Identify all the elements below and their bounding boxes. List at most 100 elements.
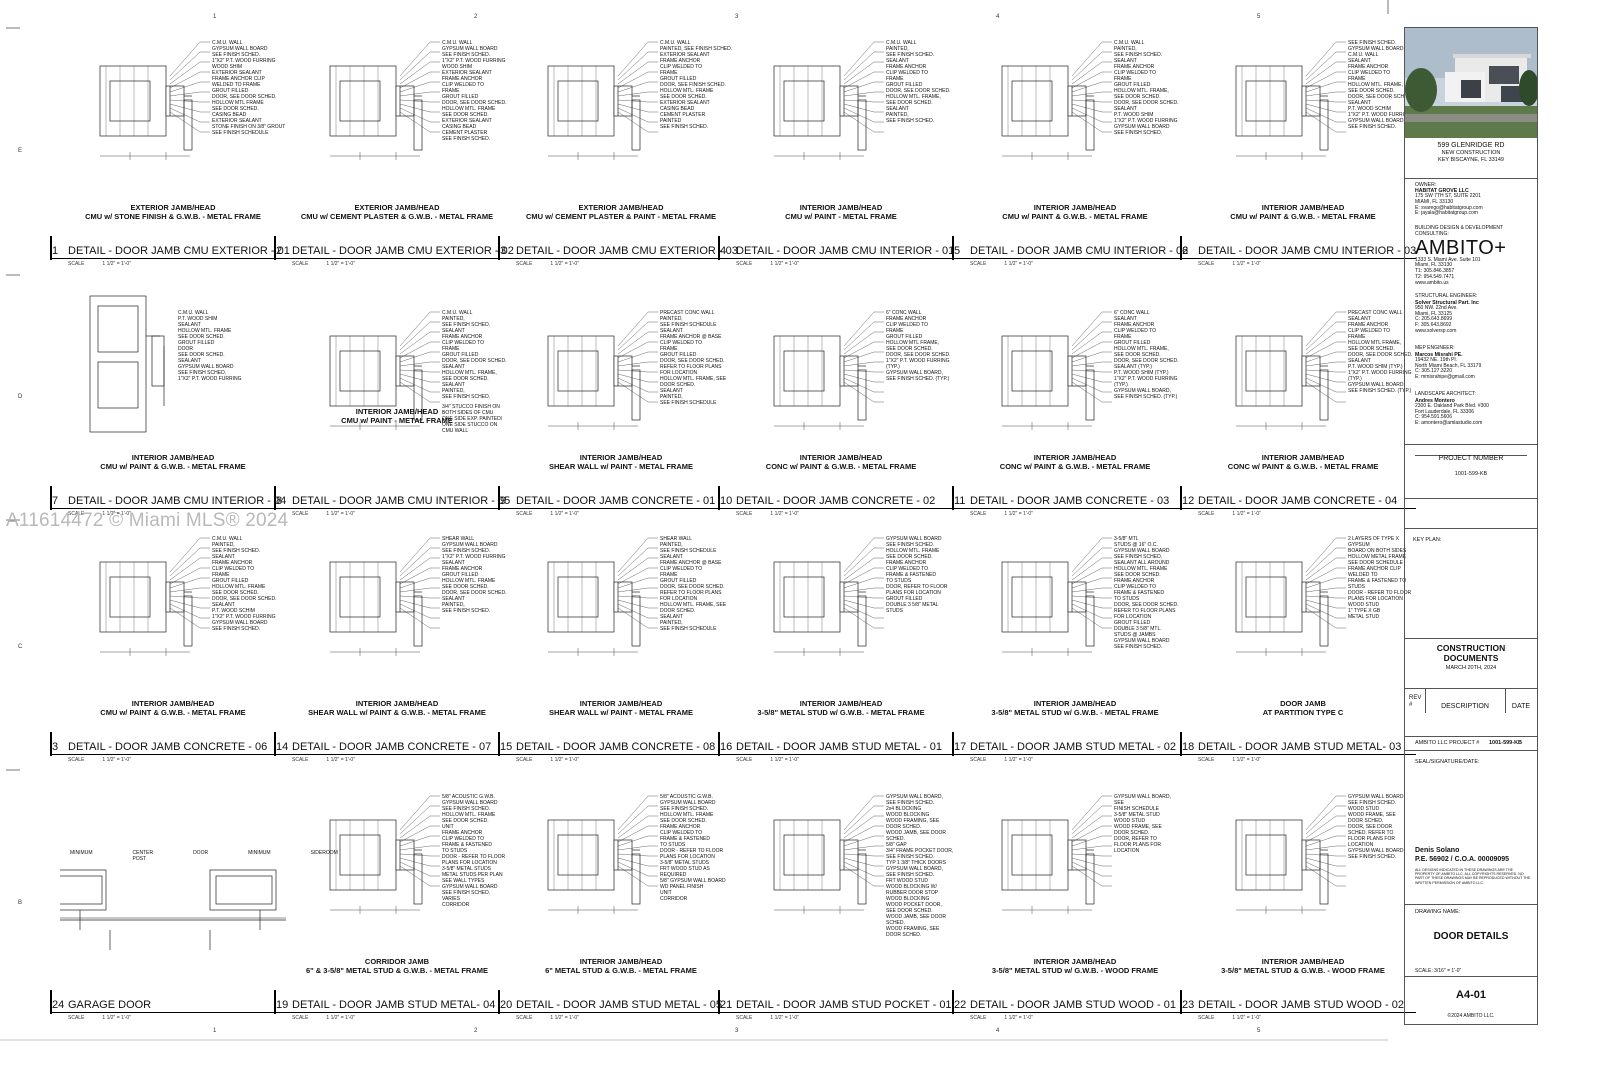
note-label: FLOOR PLANS FOR	[1348, 836, 1395, 842]
note-label: PLANS FOR LOCATION	[886, 590, 941, 596]
construction-documents-line-2: DOCUMENTS	[1443, 653, 1499, 663]
detail-drawing	[60, 869, 286, 950]
note-label: PLANS FOR LOCATION	[660, 854, 715, 860]
title-tick	[50, 990, 52, 1014]
note-label: FINISH SCHEDULE	[1114, 806, 1160, 812]
detail-drawing	[99, 537, 210, 656]
detail-number: 1	[52, 245, 59, 257]
detail-number: 23	[1182, 999, 1195, 1011]
note-label: DOOR, SEE DOOR SCHED.	[1114, 358, 1179, 364]
caption-line-1: INTERIOR JAMB/HEAD	[131, 453, 215, 462]
caption-line-1: DOOR JAMB	[1280, 699, 1326, 708]
title-tick	[718, 236, 720, 260]
scale-label: SCALE	[292, 511, 309, 517]
scale-label: SCALE	[1198, 261, 1215, 267]
note-label: EXTERIOR SEALANT	[212, 118, 262, 124]
note-label: FRAME ANCHOR	[886, 64, 927, 70]
caption-line-1: INTERIOR JAMB/HEAD	[1261, 203, 1345, 212]
note-label: SEE FINISH SCHED.	[212, 548, 261, 554]
structural-line: F: 305.643.8692	[1415, 322, 1452, 329]
detail-number: 14	[276, 741, 289, 753]
title-tick	[50, 236, 52, 260]
note-label: CEMENT PLASTER	[442, 130, 488, 136]
detail-number: 4	[720, 245, 727, 257]
consultant-line: T2: 954.549.7471	[1415, 273, 1455, 280]
note-label: SEE FINISH SCHED. (TYP.)	[1114, 394, 1178, 400]
note-label: 5/8" GAP	[886, 842, 907, 848]
caption-line-1: INTERIOR JAMB/HEAD	[799, 203, 883, 212]
scale-label: SCALE	[736, 1015, 753, 1021]
note-label: SEE FINISH SCHED.	[442, 608, 491, 614]
detail-notes: GYPSUM WALL BOARD,SEE FINISH SCHED.WOOD …	[1348, 794, 1405, 860]
detail-drawing	[329, 795, 440, 914]
note-label: GYPSUM WALL BOARD	[1114, 124, 1170, 130]
caption-line-2: CMU w/ STONE FINISH & G.W.B. - METAL FRA…	[85, 212, 261, 221]
title-tick	[1180, 236, 1182, 260]
caption-line-2: CMU w/ CEMENT PLASTER & G.W.B. - METAL F…	[300, 212, 494, 221]
note-label: PAINTED,	[1114, 46, 1137, 52]
note-label: SEE DOOR SCHED.	[442, 584, 489, 590]
scale-value: 1 1/2" = 1'-0"	[326, 261, 355, 267]
title-block: 599 GLENRIDGE RD NEW CONSTRUCTION KEY BI…	[1404, 27, 1538, 1025]
note-label: SEALANT	[442, 596, 465, 602]
note-label: GYPSUM WALL BOARD	[442, 46, 498, 52]
note-label: HOLLOW MTL. FRAME	[212, 584, 266, 590]
scale-label: SCALE	[292, 1015, 309, 1021]
note-label: GROUT FILLED	[442, 572, 479, 578]
note-label: SEE FINISH SCHED.	[442, 548, 491, 554]
note-label: GYPSUM WALL BOARD	[178, 364, 234, 370]
caption-line-2: CMU w/ PAINT - METAL FRAME	[341, 416, 453, 425]
note-label: P.T. WOOD SHIM	[1114, 112, 1154, 118]
detail-title: DETAIL - DOOR JAMB STUD WOOD - 01	[970, 999, 1176, 1011]
grid-number-4-bottom: 4	[996, 1028, 1000, 1034]
note-label: DOOR, SEE DOOR SCHED.	[442, 100, 507, 106]
note-label: EXTERIOR SEALANT	[442, 118, 492, 124]
construction-documents-line-1: CONSTRUCTION	[1436, 643, 1506, 653]
caption-line-1: INTERIOR JAMB/HEAD	[579, 453, 663, 462]
caption-line-2: SHEAR WALL w/ PAINT & G.W.B. - METAL FRA…	[308, 708, 486, 717]
note-label: FRAME ANCHOR	[886, 560, 927, 566]
owner-name: HABITAT GROVE LLC	[1415, 188, 1469, 194]
note-label: SEE FINISH SCHED.	[660, 124, 709, 130]
note-label: FRAME ANCHOR	[1348, 64, 1389, 70]
note-label: C.M.U. WALL	[178, 310, 209, 316]
note-label: DOOR, SEE DOOR SCHED.	[1114, 602, 1179, 608]
note-label: GROUT FILLED	[212, 88, 249, 94]
grid-number-1-bottom: 1	[213, 1028, 217, 1034]
note-label: DOOR - REFER TO FLOOR	[660, 848, 724, 854]
note-label: SEALANT ALL AROUND	[1114, 560, 1170, 566]
note-label: GROUT FILLED	[886, 82, 923, 88]
note-label: SEE FINISH SCHED.	[886, 872, 935, 878]
note-label: 3-5/8" METAL STUDS	[442, 866, 492, 872]
note-label: SEE DOOR SCHED.	[660, 818, 707, 824]
note-label: GROUT FILLED	[1114, 82, 1151, 88]
note-label: C.M.U. WALL	[660, 40, 691, 46]
note-label: STUDS @ JAMBS	[1114, 632, 1156, 638]
structural-line: 950 NW. 22nd Ave.	[1415, 304, 1458, 311]
scale-label: SCALE	[736, 511, 753, 517]
title-tick	[274, 236, 276, 260]
detail-title: DETAIL - DOOR JAMB STUD METAL - 05	[516, 999, 722, 1011]
mep-block: MEP ENGINEER: Marcos Misrahi PE. 19432 N…	[1405, 345, 1537, 381]
detail-title: DETAIL - DOOR JAMB STUD POCKET - 01	[736, 999, 952, 1011]
